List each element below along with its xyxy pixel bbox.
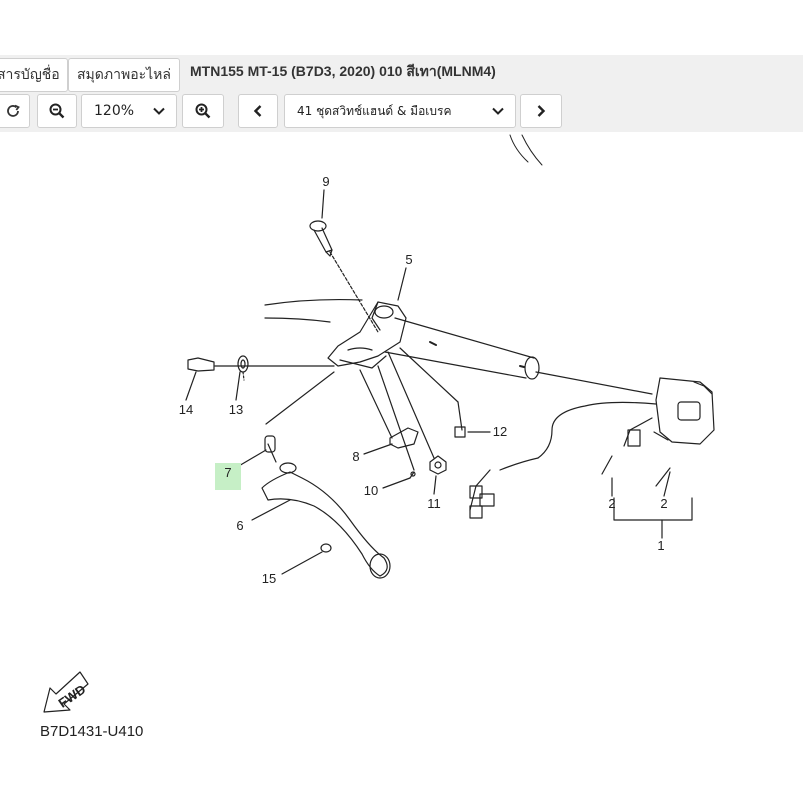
- chevron-right-icon: [537, 105, 546, 117]
- chevron-down-icon: [492, 107, 504, 115]
- drawing-code: B7D1431-U410: [40, 723, 144, 740]
- section-label: 41 ชุดสวิทช์แฮนด์ & มือเบรค: [297, 103, 452, 118]
- tab-table-of-contents[interactable]: สารบัญชื่อ: [0, 58, 68, 92]
- next-section-button[interactable]: [520, 94, 562, 128]
- page-title: MTN155 MT-15 (B7D3, 2020) 010 สีเทา(MLNM…: [190, 63, 496, 79]
- callout-6[interactable]: 6: [236, 518, 243, 533]
- refresh-icon: [7, 104, 20, 117]
- zoom-out-button[interactable]: [37, 94, 77, 128]
- tab-parts-catalog[interactable]: สมุดภาพอะไหล่: [68, 58, 180, 92]
- section-select[interactable]: 41 ชุดสวิทช์แฮนด์ & มือเบรค: [284, 94, 516, 128]
- callout-15[interactable]: 15: [262, 571, 276, 586]
- brake-lever: [261, 471, 388, 577]
- callout-5[interactable]: 5: [405, 252, 412, 267]
- zoom-in-icon: [195, 103, 211, 119]
- zoom-in-button[interactable]: [182, 94, 224, 128]
- fwd-badge: FWD: [56, 681, 89, 710]
- lever-holder: [327, 301, 407, 367]
- handlebar-tube: [394, 317, 535, 359]
- parts-diagram[interactable]: 9 5 14 13 12 8 7 10 11 6 15 2 2 1 FWD: [0, 132, 803, 803]
- callout-1[interactable]: 1: [657, 538, 664, 553]
- callout-10[interactable]: 10: [364, 483, 378, 498]
- zoom-level: 120%: [94, 103, 135, 119]
- callout-2a[interactable]: 2: [608, 496, 615, 511]
- callout-9[interactable]: 9: [322, 174, 329, 189]
- refresh-button[interactable]: [0, 94, 30, 128]
- previous-section-button[interactable]: [238, 94, 278, 128]
- callout-11[interactable]: 11: [427, 496, 441, 511]
- chevron-left-icon: [253, 105, 262, 117]
- callout-7[interactable]: 7: [224, 465, 231, 480]
- toolbar: สารบัญชื่อ สมุดภาพอะไหล่ MTN155 MT-15 (B…: [0, 55, 803, 132]
- callout-highlight: [215, 463, 241, 490]
- callout-14[interactable]: 14: [179, 402, 193, 417]
- callout-12[interactable]: 12: [493, 424, 507, 439]
- callout-13[interactable]: 13: [229, 402, 243, 417]
- chevron-down-icon: [153, 107, 165, 115]
- handlebar-switch: [655, 377, 715, 445]
- zoom-select[interactable]: 120%: [81, 94, 177, 128]
- callout-8[interactable]: 8: [352, 449, 359, 464]
- fwd-arrow: [43, 671, 89, 713]
- zoom-out-icon: [49, 103, 65, 119]
- callout-2b[interactable]: 2: [660, 496, 667, 511]
